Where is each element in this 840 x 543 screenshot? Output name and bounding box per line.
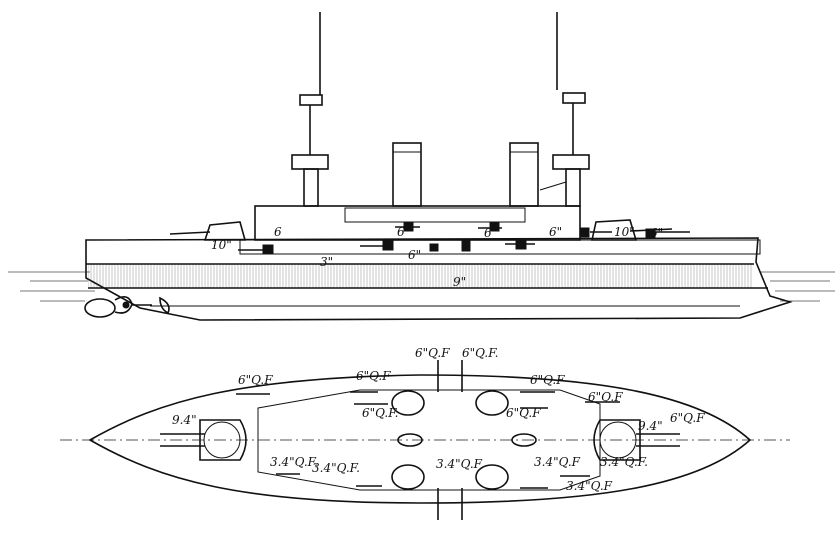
label-aft-turret: 9.4" — [638, 419, 663, 433]
label-aft-right: 6"Q.F — [670, 411, 705, 425]
label-casemate-mid2: 6" — [484, 226, 497, 240]
fwd-barbette — [160, 419, 247, 461]
label-top-mid-left: 6"Q.F — [356, 369, 391, 383]
label-bottom-left-2: 3.4"Q.F. — [312, 461, 360, 475]
funnel-fwd — [392, 142, 422, 207]
label-casemate-mid1: 6" — [397, 225, 410, 239]
mast-aft — [539, 12, 590, 207]
label-top-left: 6"Q.F — [238, 373, 273, 387]
label-casemate-aft: 6" — [549, 225, 562, 239]
label-casemate-fwd: 6 — [274, 225, 282, 239]
casemate-guns-side — [238, 221, 690, 255]
funnel-plan-aft — [511, 433, 537, 447]
label-turret-fwd: 10" — [211, 238, 232, 252]
funnel-plan-fwd — [397, 433, 423, 447]
turret-fwd — [169, 221, 247, 241]
broadside-guns-bottom — [276, 473, 590, 520]
label-inner-left: 6"Q.F. — [362, 406, 398, 420]
label-main-gun-deck: 6" — [408, 248, 421, 262]
label-inner-right: 6"Q.F — [506, 406, 541, 420]
label-main-belt: 9" — [453, 275, 466, 289]
deck-superstructure — [257, 389, 601, 491]
label-casemate-stern: 6" — [650, 226, 663, 240]
propeller — [84, 296, 170, 318]
label-bottom-right-1: 3.4"Q.F — [534, 455, 581, 469]
mast-fwd — [291, 12, 329, 207]
label-bottom-center: 3.4"Q.F — [436, 457, 483, 471]
deck-hull-outline — [88, 374, 752, 504]
label-fwd-turret: 9.4" — [172, 413, 197, 427]
side-elevation: 10" 6 3" 6" 6" 6" 6" 10" 6" 9" — [8, 12, 835, 321]
superstructure — [254, 205, 581, 241]
funnel-aft — [509, 142, 539, 207]
broadside-guns-top — [236, 360, 620, 409]
label-upper-belt: 3" — [320, 255, 333, 269]
label-top-center-2: 6"Q.F. — [462, 346, 498, 360]
label-top-mid-right: 6"Q.F — [530, 373, 565, 387]
casemate-blisters — [391, 390, 509, 490]
label-bottom-right-2: 3.4"Q.F. — [600, 455, 648, 469]
aft-barbette — [593, 419, 680, 461]
hull-side — [85, 237, 793, 321]
deck-plan: 6"Q.F 6"Q.F 6"Q.F 6"Q.F. 6"Q.F 6"Q.F 6"Q… — [60, 346, 790, 520]
label-top-right: 6"Q.F — [588, 390, 623, 404]
armor-belt — [88, 264, 752, 288]
water-surface — [8, 271, 835, 302]
label-bottom-left-1: 3.4"Q.F. — [270, 455, 318, 469]
label-turret-aft: 10" — [614, 225, 635, 239]
label-bottom-right-3: 3.4"Q.F — [566, 479, 613, 493]
label-top-center-1: 6"Q.F — [415, 346, 450, 360]
